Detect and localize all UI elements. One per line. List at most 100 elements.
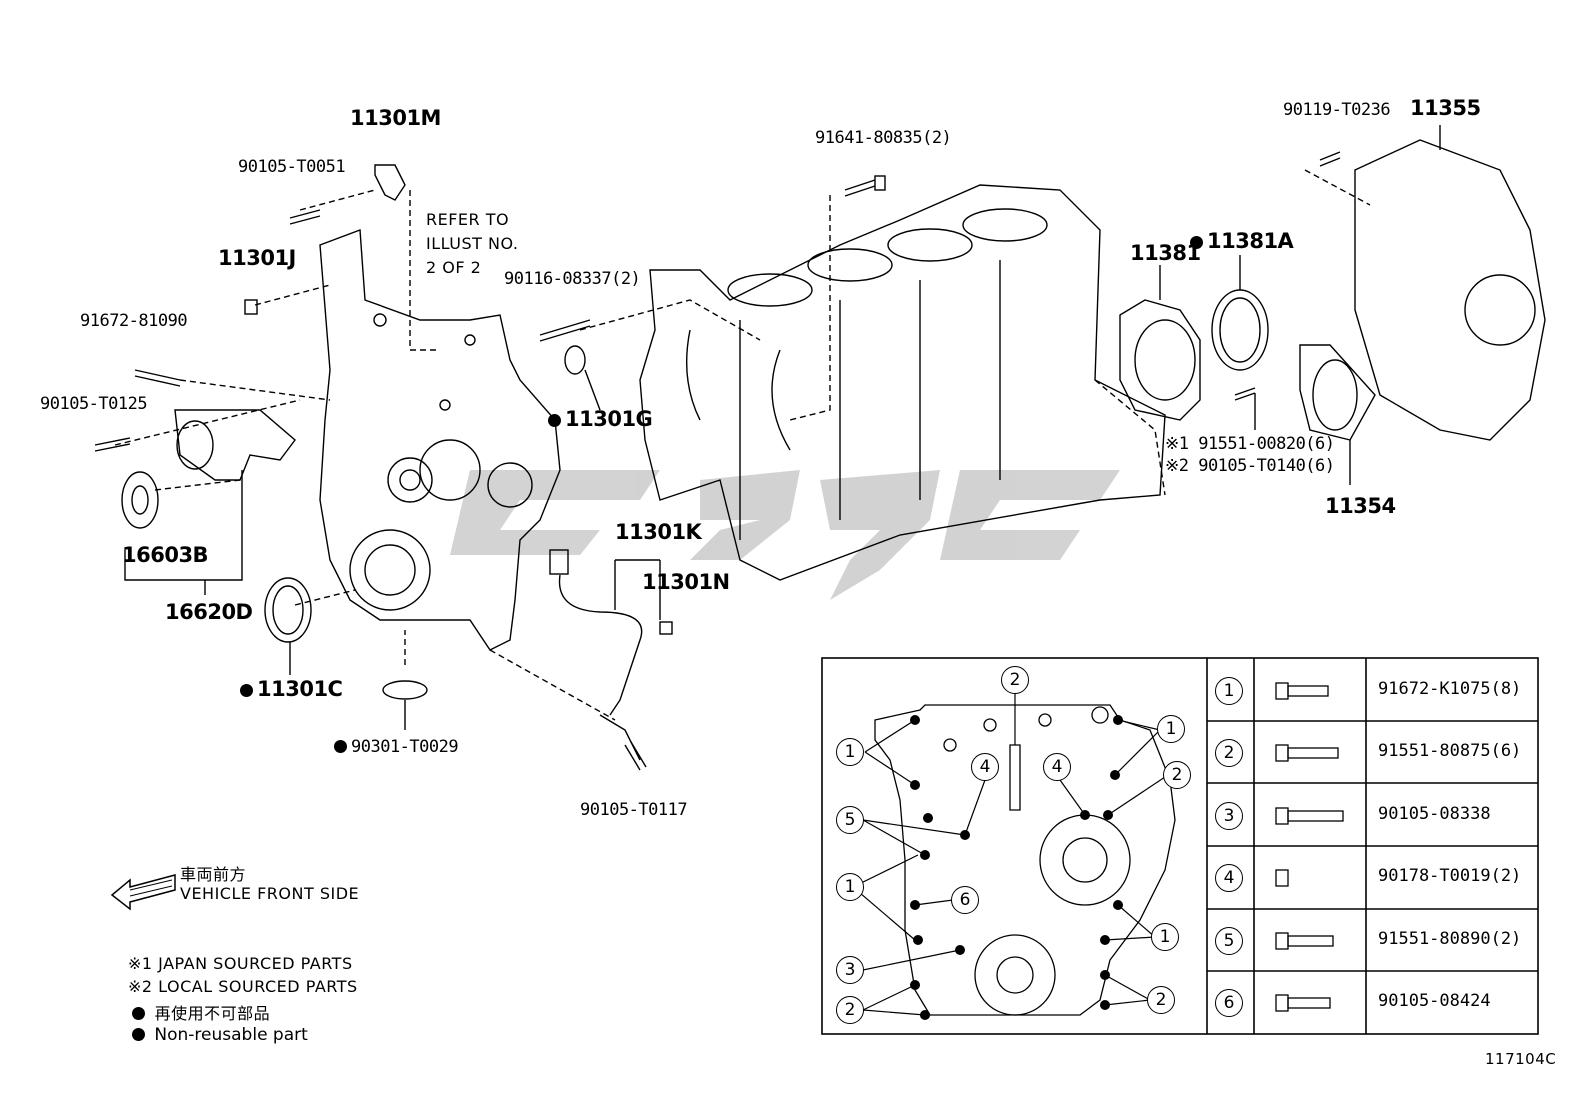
legend-part[interactable]: 91551-80890(2): [1378, 929, 1522, 949]
vehicle-front-arrow-icon: [110, 874, 176, 911]
label-90105-T0125[interactable]: 90105-T0125: [40, 394, 148, 414]
bolt-flange-icon: [1275, 932, 1334, 950]
bracket-16620D: [124, 470, 243, 595]
label-11301C[interactable]: 11301C: [240, 677, 343, 701]
refer-note-line1: REFER TO: [426, 210, 510, 229]
label-91551-00820[interactable]: ※1 91551-00820(6): [1165, 434, 1335, 454]
oil-seal-retainer-11381: [1119, 265, 1201, 421]
label-90105-T0140[interactable]: ※2 90105-T0140(6): [1165, 456, 1335, 476]
plate-11354: [1299, 344, 1376, 485]
legend-part[interactable]: 91672-K1075(8): [1378, 679, 1522, 699]
legend-num: 6: [1215, 989, 1243, 1017]
label-11301K[interactable]: 11301K: [615, 520, 702, 544]
label-11354[interactable]: 11354: [1325, 494, 1396, 518]
label-11355[interactable]: 11355: [1410, 96, 1481, 120]
end-plate-11355: [1354, 125, 1546, 441]
inset-callout: 3: [836, 956, 864, 984]
sensor-11301M: [374, 164, 406, 201]
legend-bolt-icons: [1275, 682, 1344, 1012]
label-90105-T0051[interactable]: 90105-T0051: [238, 157, 346, 177]
legend-num: 1: [1215, 677, 1243, 705]
note-local-sourced: ※2 LOCAL SOURCED PARTS: [128, 977, 358, 996]
non-reusable-dot-icon: [132, 1028, 145, 1041]
inset-callout: 2: [1147, 986, 1175, 1014]
bolt-91551-00820: [1234, 387, 1256, 430]
label-90119-T0236[interactable]: 90119-T0236: [1283, 100, 1391, 120]
label-90116-08337[interactable]: 90116-08337(2): [504, 269, 641, 289]
nut-11301N: [659, 621, 673, 635]
non-reusable-dot-icon: [132, 1007, 145, 1020]
bolt-90105-T0117: [624, 741, 647, 771]
inset-bolt-points: [910, 715, 1123, 1020]
leader-lines: [114, 169, 1371, 721]
legend-part[interactable]: 91551-80875(6): [1378, 741, 1522, 761]
stud-90116: [539, 319, 591, 342]
label-11381A-text: 11381A: [1207, 229, 1294, 253]
nut-icon: [1275, 869, 1289, 887]
cylinder-block: [639, 184, 1166, 581]
legend-num: 2: [1215, 739, 1243, 767]
non-reusable-dot-icon: [1190, 236, 1203, 249]
note-nonreusable-jp-text: 再使用不可部品: [154, 1004, 271, 1023]
inset-callout: 1: [1151, 923, 1179, 951]
inset-callout: 2: [1001, 666, 1029, 694]
bolt-91672-81090: [134, 369, 181, 387]
bolt-91641: [844, 175, 886, 197]
plug-11301J: [244, 299, 258, 315]
label-90301-T0029[interactable]: 90301-T0029: [334, 737, 459, 757]
non-reusable-dot-icon: [240, 684, 253, 697]
label-90105-T0117[interactable]: 90105-T0117: [580, 800, 688, 820]
label-90301-T0029-text: 90301-T0029: [351, 737, 459, 757]
legend-part[interactable]: 90105-08424: [1378, 991, 1491, 1011]
bolt-flange-icon: [1275, 682, 1329, 700]
inset-callout: 4: [971, 753, 999, 781]
vehicle-front-en: VEHICLE FRONT SIDE: [180, 884, 360, 903]
legend-num: 5: [1215, 927, 1243, 955]
timing-chain-cover: [319, 229, 561, 651]
inset-callout: 1: [836, 738, 864, 766]
inset-callout: 6: [951, 886, 979, 914]
legend-part[interactable]: 90105-08338: [1378, 804, 1491, 824]
label-16620D[interactable]: 16620D: [165, 600, 253, 624]
label-91672-81090[interactable]: 91672-81090: [80, 311, 188, 331]
label-11301C-text: 11301C: [257, 677, 343, 701]
idler-pulley: [121, 409, 296, 529]
bolt-flange-icon: [1275, 744, 1339, 762]
bolt-flange-icon: [1275, 807, 1344, 825]
label-11381[interactable]: 11381: [1130, 241, 1201, 265]
note-japan-sourced: ※1 JAPAN SOURCED PARTS: [128, 954, 353, 973]
note-nonreusable-en-text: Non-reusable part: [154, 1025, 308, 1045]
inset-callout: 2: [836, 996, 864, 1024]
label-11301G-text: 11301G: [565, 407, 653, 431]
label-11301N[interactable]: 11301N: [642, 570, 730, 594]
bolt-90105-T0125: [94, 437, 131, 452]
non-reusable-dot-icon: [548, 414, 561, 427]
o-ring-11301G: [564, 345, 601, 411]
bolt-flange-icon: [1275, 994, 1331, 1012]
legend-num: 3: [1215, 802, 1243, 830]
note-nonreusable-en: Non-reusable part: [132, 1025, 308, 1045]
refer-note-line3: 2 OF 2: [426, 258, 482, 277]
o-ring-90301: [382, 680, 428, 730]
bolt-90119: [1319, 151, 1341, 167]
figure-id: 117104C: [1485, 1050, 1557, 1068]
label-11381A[interactable]: 11381A: [1190, 229, 1294, 253]
inset-callout-lines: [852, 693, 1169, 1016]
label-11301J[interactable]: 11301J: [218, 246, 296, 270]
inset-cover-drawing: [874, 704, 1176, 1016]
label-91641-80835[interactable]: 91641-80835(2): [815, 128, 952, 148]
inset-callout: 2: [1163, 761, 1191, 789]
label-16603B[interactable]: 16603B: [122, 543, 209, 567]
inset-callout: 1: [1157, 715, 1185, 743]
note-nonreusable-jp: 再使用不可部品: [132, 1000, 270, 1024]
bolt-location-inset: [821, 657, 1539, 1035]
legend-part[interactable]: 90178-T0019(2): [1378, 866, 1522, 886]
inset-callout: 4: [1043, 753, 1071, 781]
oil-seal-11301C: [264, 577, 312, 675]
inset-callout: 1: [836, 873, 864, 901]
vehicle-front-jp: 車両前方: [180, 865, 247, 884]
label-11301G[interactable]: 11301G: [548, 407, 653, 431]
label-11301M[interactable]: 11301M: [350, 106, 441, 130]
oil-seal-11381A: [1211, 255, 1269, 371]
